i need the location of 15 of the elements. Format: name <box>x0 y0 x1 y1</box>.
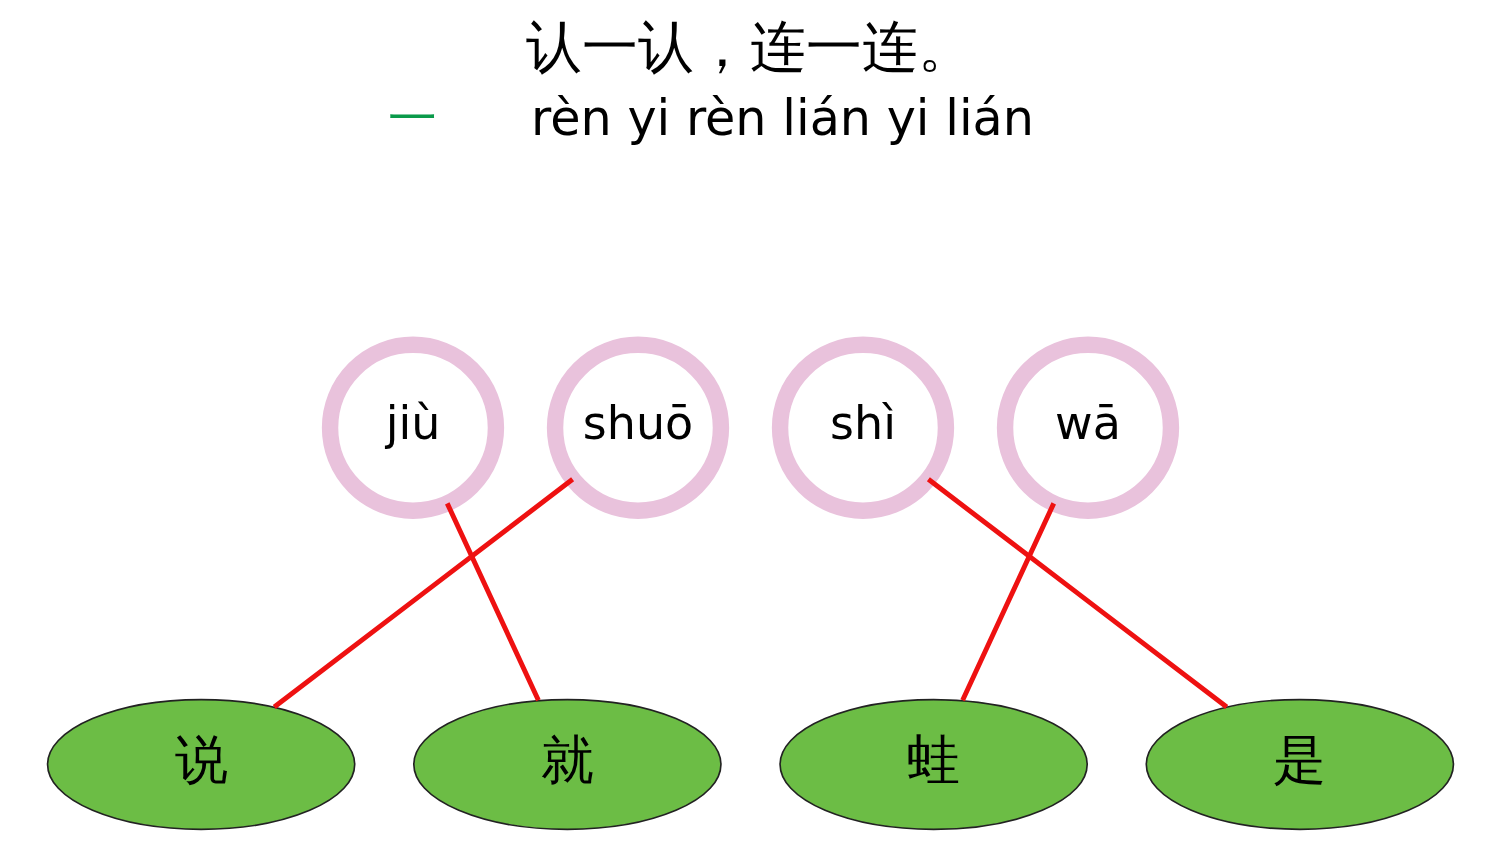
node-circle: shì <box>771 336 954 519</box>
connector <box>926 477 1228 709</box>
node-ellipse: 蛙 <box>778 698 1088 831</box>
node-ellipse: 是 <box>1145 698 1454 831</box>
connector <box>272 477 574 709</box>
node-circle: jiù <box>321 336 504 519</box>
node-circle: shuō <box>546 336 729 519</box>
label: rèn yi rèn lián yi lián <box>530 88 1034 147</box>
node-ellipse: 说 <box>46 698 355 831</box>
label: 一 <box>387 88 437 147</box>
node-ellipse: 就 <box>412 698 722 831</box>
connector <box>959 502 1056 702</box>
connector <box>444 502 541 702</box>
node-circle: wā <box>996 336 1179 519</box>
diagram-title: 认一认，连一连。 <box>526 13 974 79</box>
